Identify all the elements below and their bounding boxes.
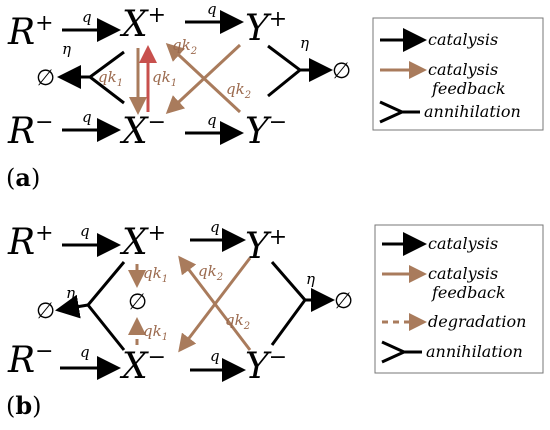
panel-label-a: (a) <box>6 163 40 192</box>
panel-label-b: (b) <box>6 391 42 420</box>
rate-eta-left-a: η <box>62 40 71 58</box>
species-r-minus-a: R− <box>7 110 54 152</box>
species-r-minus-b: R− <box>7 339 54 381</box>
species-y-plus-a: Y+ <box>245 7 287 49</box>
species-y-minus-a: Y− <box>245 110 287 152</box>
rate-qk2-bottom-a: qk2 <box>226 80 251 101</box>
rate-qk1-right-a: qk1 <box>152 68 177 89</box>
panel-a: R+ X+ Y+ R− X− Y− q q q q ∅ η ∅ η qk1 qk… <box>6 0 544 192</box>
rate-q-x-y-plus-b: q <box>210 218 220 236</box>
species-x-minus-a: X− <box>119 110 166 152</box>
arrow-annihilation-x-b <box>55 294 89 319</box>
rate-qk2-bottom-b: qk2 <box>225 311 250 332</box>
legend-annihilation-label-a: annihilation <box>424 102 521 121</box>
species-r-plus-b: R+ <box>7 221 54 263</box>
arrow-y-plus-to-x-minus-a <box>165 43 242 115</box>
panel-b: R+ X+ Y+ R− X− Y− q q q q ∅ η ∅ η ∅ qk1 … <box>6 218 544 420</box>
rate-qk1-left-a: qk1 <box>98 68 123 89</box>
legend-catalysis-label-a: catalysis <box>428 30 498 49</box>
rate-qk1-bottom-b: qk1 <box>143 322 168 343</box>
legend-annihilation-swatch-a <box>379 100 420 124</box>
rate-eta-left-b: η <box>66 284 75 302</box>
rate-qk1-top-b: qk1 <box>143 264 168 285</box>
legend-feedback-label-1-a: catalysis <box>428 60 498 79</box>
rate-q-x-y-plus-a: q <box>207 0 217 18</box>
legend-b: catalysis catalysis feedback degradation… <box>374 224 544 374</box>
species-r-plus-a: R+ <box>7 11 54 53</box>
empty-set-left-b: ∅ <box>36 299 55 324</box>
rate-q-r-x-plus-a: q <box>82 8 92 26</box>
species-y-minus-b: Y− <box>245 345 287 387</box>
empty-set-right-a: ∅ <box>332 59 351 84</box>
legend-degradation-label-b: degradation <box>428 312 526 331</box>
species-y-plus-b: Y+ <box>245 225 287 267</box>
legend-annihilation-swatch-b <box>381 340 422 364</box>
species-x-minus-b: X− <box>119 345 166 387</box>
rate-q-r-x-plus-b: q <box>80 222 90 240</box>
rate-eta-right-b: η <box>306 270 315 288</box>
rate-qk2-top-a: qk2 <box>172 36 197 57</box>
rate-q-x-y-minus-b: q <box>210 347 220 365</box>
empty-set-center-b: ∅ <box>128 290 147 315</box>
rate-q-r-x-minus-a: q <box>82 108 92 126</box>
legend-catalysis-label-b: catalysis <box>428 234 498 253</box>
species-x-plus-b: X+ <box>119 221 166 263</box>
legend-annihilation-label-b: annihilation <box>426 342 523 361</box>
rate-eta-right-a: η <box>300 34 309 52</box>
rate-q-x-y-minus-a: q <box>207 111 217 129</box>
arrow-y-plus-to-x-minus-b <box>178 257 252 353</box>
legend-feedback-label-2-a: feedback <box>431 79 506 98</box>
rate-q-r-x-minus-b: q <box>80 343 90 361</box>
empty-set-right-b: ∅ <box>334 289 353 314</box>
empty-set-left-a: ∅ <box>36 66 55 91</box>
legend-a: catalysis catalysis feedback annihilatio… <box>372 17 544 131</box>
rate-qk2-top-b: qk2 <box>198 262 223 283</box>
annihilation-y-a <box>267 44 303 98</box>
species-x-plus-a: X+ <box>119 3 166 45</box>
annihilation-x-b <box>86 261 126 351</box>
annihilation-y-b <box>270 261 307 346</box>
legend-feedback-label-1-b: catalysis <box>428 264 498 283</box>
legend-feedback-label-2-b: feedback <box>431 283 506 302</box>
